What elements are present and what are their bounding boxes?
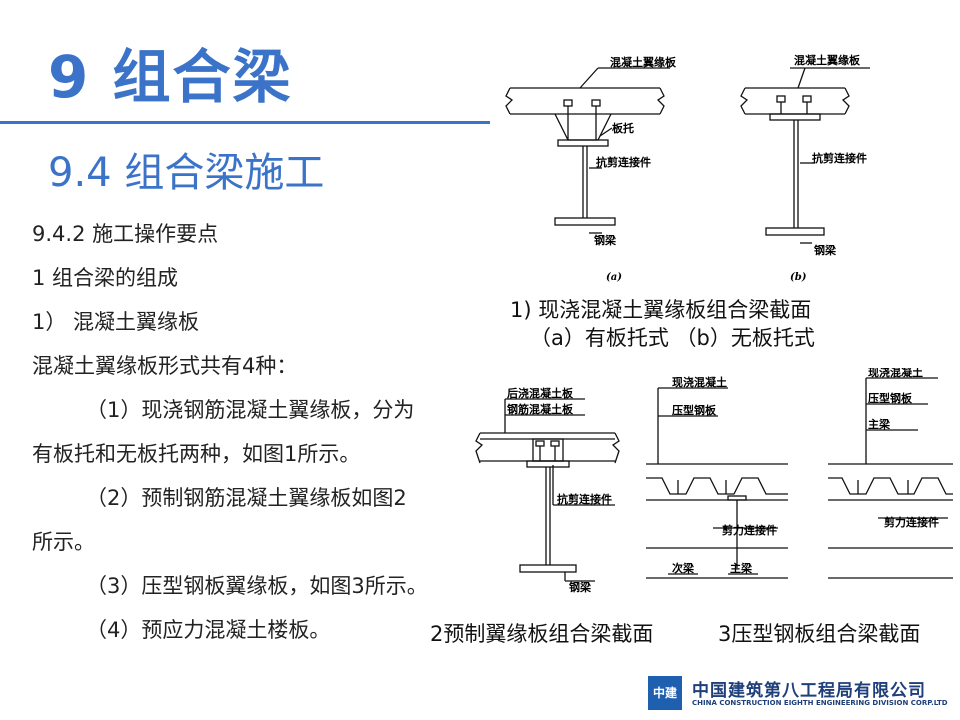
company-name-en: CHINA CONSTRUCTION EIGHTH ENGINEERING DI… [692,699,948,707]
fig2-precast-label: 钢筋混凝土板 [507,402,574,416]
company-logo: 中建 中国建筑第八工程局有限公司 CHINA CONSTRUCTION EIGH… [648,676,948,716]
body-line: （1）现浇钢筋混凝土翼缘板，分为 [86,398,415,422]
fig3-right-main-label: 主梁 [868,417,891,431]
fig3-left-concrete-label: 现浇混凝土 [672,375,727,389]
fig1a-haunch-label: 板托 [612,121,634,135]
fig3-left-secondary-label: 次梁 [672,561,695,575]
fig1b-flange-label: 混凝土翼缘板 [794,53,861,67]
figure-2-caption: 2预制翼缘板组合梁截面 [430,622,654,646]
logo-mark-icon: 中建 [648,676,682,710]
figure-1-drawing: 混凝土翼缘板 板托 抗剪连接件 钢梁 (a) 混凝土翼缘板 抗剪连接件 钢梁 (… [505,53,870,283]
figure-3-drawing: 现浇混凝土 压型钢板 剪力连接件 次梁 主梁 现浇混凝土 压型钢板 主梁 剪力连… [646,368,953,579]
fig2-topping-label: 后浇混凝土板 [507,386,574,400]
fig1a-beam-label: 钢梁 [594,233,617,247]
fig1a-flange-label: 混凝土翼缘板 [610,55,677,69]
company-name-cn: 中国建筑第八工程局有限公司 [692,681,926,701]
fig3-left-main-label: 主梁 [730,561,753,575]
fig3-left-connector-label: 剪力连接件 [722,523,777,537]
body-line: 有板托和无板托两种，如图1所示。 [32,442,361,466]
fig2-connector-label: 抗剪连接件 [557,492,612,506]
body-line: 9.4.2 施工操作要点 [32,222,219,246]
figure-1-caption: 1) 现浇混凝土翼缘板组合梁截面 [510,298,812,322]
figure-3-caption: 3压型钢板组合梁截面 [718,622,921,646]
fig2-beam-label: 钢梁 [569,580,592,594]
fig1a-tag: (a) [606,272,622,283]
figure-2-drawing: 后浇混凝土板 钢筋混凝土板 抗剪连接件 钢梁 [475,386,620,594]
body-line: （3）压型钢板翼缘板，如图3所示。 [86,574,428,598]
body-line: 1 组合梁的组成 [32,266,179,290]
body-text: 9.4.2 施工操作要点 1 组合梁的组成 1） 混凝土翼缘板 混凝土翼缘板形式… [32,212,462,652]
fig1b-beam-label: 钢梁 [814,243,837,257]
body-line: 混凝土翼缘板形式共有4种： [32,354,298,378]
body-line: 所示。 [32,530,95,554]
fig1b-tag: (b) [790,272,807,283]
fig1a-connector-label: 抗剪连接件 [596,155,651,169]
section-title: 9.4 组合梁施工 [48,150,325,196]
fig3-right-deck-label: 压型钢板 [868,391,913,405]
fig3-left-deck-label: 压型钢板 [672,403,717,417]
fig3-right-concrete-label: 现浇混凝土 [868,368,923,379]
fig1b-connector-label: 抗剪连接件 [812,151,867,165]
body-line: 1） 混凝土翼缘板 [32,310,200,334]
chapter-title: 9 组合梁 [48,43,293,111]
title-divider [0,121,490,124]
fig3-right-connector-label: 剪力连接件 [884,515,939,529]
body-line: （4）预应力混凝土楼板。 [86,618,331,642]
figure-1-subcaption: （a）有板托式 （b）无板托式 [530,326,815,350]
body-line: （2）预制钢筋混凝土翼缘板如图2 [86,486,407,510]
